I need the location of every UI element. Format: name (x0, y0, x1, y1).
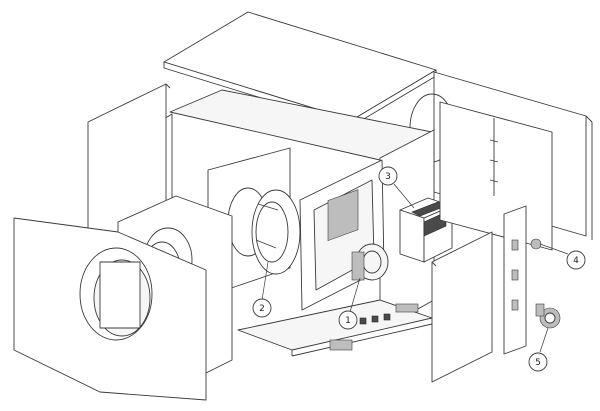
callout-5: 5 (528, 327, 549, 372)
terminal-rail (503, 205, 542, 355)
front-service-door (431, 231, 493, 383)
callout-4: 4 (539, 243, 586, 270)
callout-3-label: 3 (385, 172, 391, 182)
blower-fan (227, 187, 301, 275)
fan-mounting-plate (299, 159, 385, 311)
callout-2: 2 (252, 261, 272, 318)
callout-1-label: 1 (345, 316, 351, 326)
valve-assembly (535, 303, 561, 329)
motor (351, 243, 389, 281)
callout-4-label: 4 (573, 256, 579, 266)
callout-1: 1 (338, 277, 361, 330)
callout-5-label: 5 (535, 358, 541, 368)
base-electrical-components (329, 303, 419, 351)
callout-3: 3 (378, 166, 415, 209)
top-lid-panel (163, 11, 437, 127)
callout-2-label: 2 (259, 304, 265, 314)
front-panel (13, 217, 207, 401)
